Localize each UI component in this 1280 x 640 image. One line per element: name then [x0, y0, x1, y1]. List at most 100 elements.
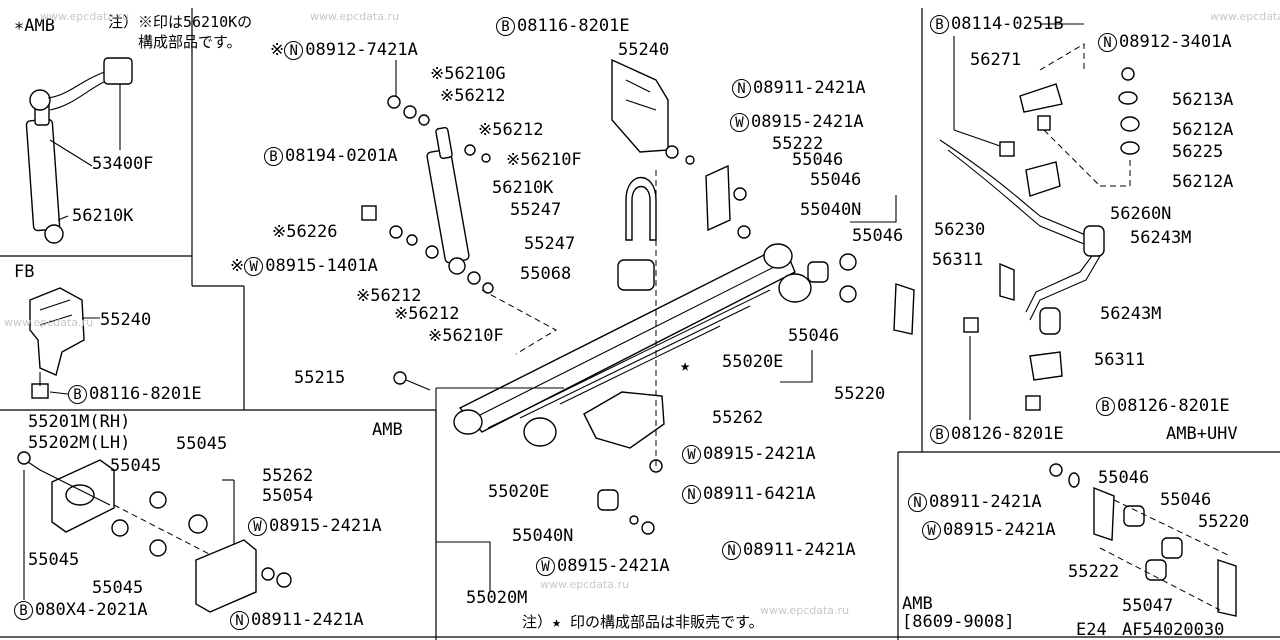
n-marker-icon: N: [1098, 32, 1117, 52]
part-label-55040n-b: 55040N: [512, 526, 574, 546]
watermark: www.epcdata.ru: [40, 10, 130, 23]
b-marker-icon: B: [14, 600, 33, 620]
n-marker-icon: N: [682, 484, 701, 504]
w-marker-icon: W: [682, 444, 701, 464]
b-marker-icon: B: [264, 146, 283, 166]
part-label-55020e-b: 55020E: [488, 482, 550, 502]
part-label-56210f-a: ※56210F: [506, 150, 582, 170]
part-label-55045-d: 55045: [92, 578, 144, 598]
part-label-55215: 55215: [294, 368, 346, 388]
n-marker-icon: N: [230, 610, 249, 630]
part-label-55068: 55068: [520, 264, 572, 284]
callout-frames: [435, 195, 897, 592]
w-marker-icon: W: [244, 256, 264, 276]
part-label-56260n: 56260N: [1110, 204, 1172, 224]
b-marker-icon: B: [930, 424, 949, 444]
part-label-55247-a: 55247: [510, 200, 562, 220]
shackle-amb-drawing: [17, 451, 292, 613]
code-af: AF54020030: [1122, 620, 1225, 640]
part-label-56243m-b: 56243M: [1100, 304, 1162, 324]
part-label-56226: ※56226: [272, 222, 338, 242]
star-marker: ★: [680, 356, 691, 376]
part-label-56212-a: ※56212: [440, 86, 506, 106]
watermark: www.epcdata.ru: [760, 604, 850, 617]
note-top-2: 構成部品です。: [138, 33, 242, 51]
part-label-55202m: 55202M(LH): [28, 433, 131, 453]
part-label-56212a-a: 56212A: [1172, 120, 1234, 140]
part-label-55222-b: 55222: [1068, 562, 1120, 582]
w-marker-icon: W: [922, 520, 941, 540]
w-marker-icon: W: [248, 516, 267, 536]
part-label-56212-b: ※56212: [478, 120, 544, 140]
code-e24: E24: [1076, 620, 1107, 640]
fb-bracket-drawing: [29, 287, 100, 399]
section-label-amb-uhv: AMB+UHV: [1166, 424, 1238, 444]
shock-absorber-amb-drawing: [25, 57, 133, 244]
part-label-55046-f: 55046: [1160, 490, 1212, 510]
part-label-55222-a: 55222: [772, 134, 824, 154]
part-label-56311-b: 56311: [1094, 350, 1146, 370]
b-marker-icon: B: [496, 16, 515, 36]
part-label-56212-d: ※56212: [394, 304, 460, 324]
part-label-55054: 55054: [262, 486, 314, 506]
part-label-56243m-a: 56243M: [1130, 228, 1192, 248]
watermark: www.epcdata.ru: [540, 578, 630, 591]
note-top: 注）※印は56210Kの: [108, 13, 253, 31]
part-label-56210k-b: 56210K: [492, 178, 554, 198]
part-label-55047: 55047: [1122, 596, 1174, 616]
part-label-55046-d: 55046: [788, 326, 840, 346]
note-bottom: 注）★ 印の構成部品は非販売です。: [522, 613, 764, 631]
part-label-56212-c: ※56212: [356, 286, 422, 306]
n-marker-icon: N: [908, 492, 927, 512]
date-range-label: [8609-9008]: [902, 612, 1015, 632]
section-label-amb-left: AMB: [372, 420, 403, 440]
n-marker-icon: N: [722, 540, 741, 560]
part-label-55020m: 55020M: [466, 588, 528, 608]
part-label-55201m: 55201M(RH): [28, 412, 131, 432]
part-label-56225: 56225: [1172, 142, 1224, 162]
section-label-amb-right: AMB: [902, 594, 933, 614]
part-label-53400f: 53400F: [92, 154, 154, 174]
b-marker-icon: B: [1096, 396, 1115, 416]
section-label-amb: ∗AMB: [14, 16, 55, 36]
stabilizer-drawing: [939, 23, 1140, 420]
watermark: www.epcdata.ru: [310, 10, 400, 23]
part-label-55046-a: 55046: [792, 150, 844, 170]
b-marker-icon: B: [68, 384, 87, 404]
part-label-55240-fb: 55240: [100, 310, 152, 330]
w-marker-icon: W: [730, 112, 749, 132]
part-label-55046-c: 55046: [852, 226, 904, 246]
part-label-56230: 56230: [934, 220, 986, 240]
part-label-56271: 56271: [970, 50, 1022, 70]
part-label-55046-b: 55046: [810, 170, 862, 190]
leaf-spring-drawing: [393, 58, 915, 535]
section-label-fb: FB: [14, 262, 35, 282]
b-marker-icon: B: [930, 14, 949, 34]
part-label-55040n-a: 55040N: [800, 200, 862, 220]
part-label-55045-a: 55045: [176, 434, 228, 454]
part-label-55045-c: 55045: [28, 550, 80, 570]
n-marker-icon: N: [732, 78, 751, 98]
part-label-56210k: 56210K: [72, 206, 134, 226]
part-label-56311-a: 56311: [932, 250, 984, 270]
part-label-55240-top: 55240: [618, 40, 670, 60]
